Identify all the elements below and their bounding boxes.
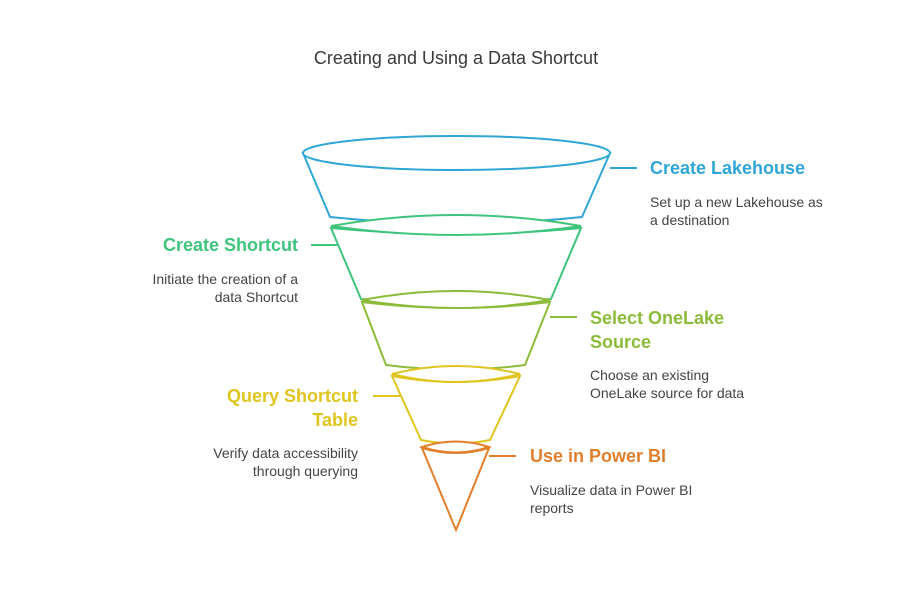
stage-5-description-line-2: reports <box>530 500 574 516</box>
stage-2-description-line-1: Initiate the creation of a <box>152 271 298 287</box>
stage-5-description-line-1: Visualize data in Power BI <box>530 482 693 498</box>
funnel-stage-4-top <box>391 365 521 383</box>
stage-2-title: Create Shortcut <box>163 233 298 257</box>
stage-1-description: Set up a new Lakehouse as a destination <box>650 193 823 229</box>
stage-3-title-line-1: Select OneLake <box>590 308 725 328</box>
stage-4-description: Verify data accessibility through queryi… <box>213 444 358 480</box>
stage-2-description: Initiate the creation of a data Shortcut <box>152 270 298 306</box>
stage-2-title-line: Create Shortcut <box>162 235 298 255</box>
stage-4-description-line-2: through querying <box>252 463 358 479</box>
funnel-stage-3-top <box>361 290 551 309</box>
funnel-stage-5 <box>418 440 516 533</box>
stage-5-title: Use in Power BI <box>530 444 666 468</box>
funnel-stage-2-top <box>330 214 582 236</box>
stage-3-title-line-2: Source <box>590 332 652 352</box>
stage-1-description-line-1: Set up a new Lakehouse as <box>650 194 823 210</box>
stage-1-description-line-2: a destination <box>650 212 730 228</box>
stage-3-title: Select OneLake Source <box>590 306 724 354</box>
funnel-stage-1-top <box>302 135 611 171</box>
stage-1-title: Create Lakehouse <box>650 156 805 180</box>
funnel-stage-3 <box>360 290 577 371</box>
funnel-stage-5-top <box>418 440 493 454</box>
stage-1-title-line: Create Lakehouse <box>650 158 806 178</box>
stage-5-description: Visualize data in Power BI reports <box>530 481 692 517</box>
stage-3-description-line-1: Choose an existing <box>590 367 710 383</box>
stage-4-title-line-1: Query Shortcut <box>226 386 358 406</box>
stage-4-description-line-1: Verify data accessibility <box>213 445 358 461</box>
diagram-title: Creating and Using a Data Shortcut <box>313 48 599 68</box>
stage-4-title-line-2: Table <box>312 410 358 430</box>
stage-3-description: Choose an existing OneLake source for da… <box>590 366 744 402</box>
funnel-stage-1 <box>301 135 637 225</box>
stage-5-title-line: Use in Power BI <box>530 446 667 466</box>
stage-2-description-line-2: data Shortcut <box>214 289 298 305</box>
funnel-stage-4-body <box>390 374 522 445</box>
stage-4-title: Query Shortcut Table <box>227 384 358 432</box>
funnel-stage-3-body <box>360 300 552 371</box>
funnel-stage-2 <box>311 214 583 305</box>
stage-3-description-line-2: OneLake source for data <box>590 385 745 401</box>
funnel-stage-5-body <box>420 446 491 533</box>
funnel-stage-4 <box>373 365 522 445</box>
